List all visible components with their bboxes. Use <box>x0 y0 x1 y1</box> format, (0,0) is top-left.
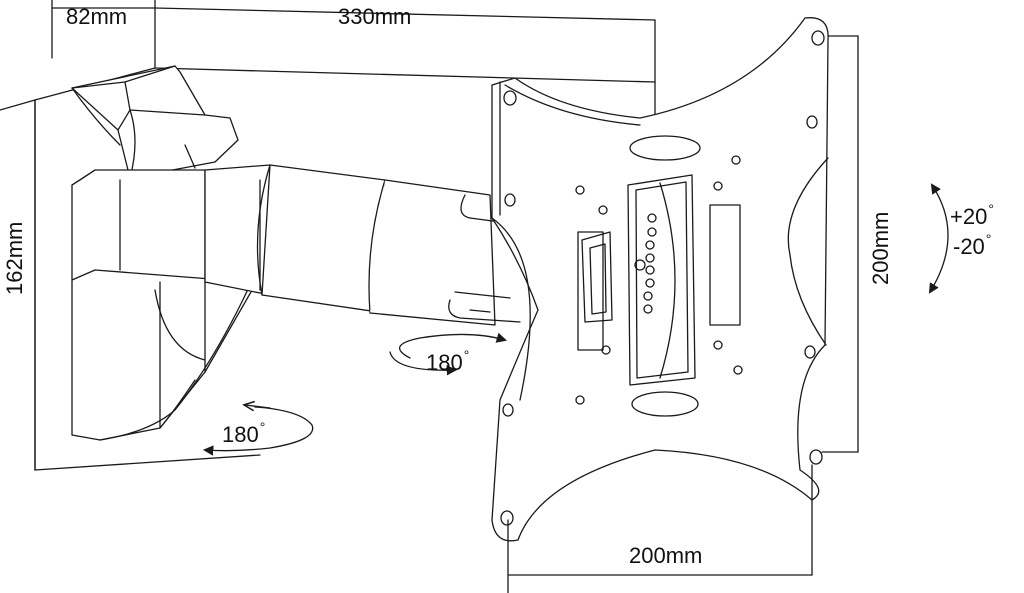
degree-symbol: ° <box>463 347 470 363</box>
dim-label-330mm: 330mm <box>338 4 412 29</box>
extension-arm <box>205 165 520 325</box>
swivel-arm-label: 180° <box>426 348 469 375</box>
dim-label-200mm-horizontal: 200mm <box>629 543 703 568</box>
swivel-wall-arrow-icon <box>202 405 313 456</box>
tv-plate <box>492 18 828 541</box>
wall-bracket <box>72 66 255 440</box>
dim-200-horizontal-lines <box>508 465 812 593</box>
dim-label-162mm: 162mm <box>2 221 27 295</box>
swivel-arm-arrow-icon <box>390 332 508 376</box>
dim-label-200mm-vertical: 200mm <box>868 211 893 285</box>
degree-symbol: ° <box>259 419 266 435</box>
swivel-wall-value: 180 <box>222 422 259 447</box>
degree-symbol: ° <box>985 231 992 247</box>
swivel-wall-label: 180° <box>222 420 265 447</box>
tilt-up-value: +20 <box>950 204 988 229</box>
dim-200-vertical-lines <box>822 36 858 452</box>
degree-symbol: ° <box>988 201 994 217</box>
tilt-down-label: -20° <box>953 232 991 259</box>
tilt-down-value: -20 <box>953 234 985 259</box>
swivel-arm-value: 180 <box>426 350 463 375</box>
dimension-lines-top <box>52 0 655 58</box>
tilt-arrow-icon <box>928 183 948 294</box>
dim-label-82mm: 82mm <box>66 4 128 29</box>
tilt-up-label: +20° <box>950 202 994 229</box>
